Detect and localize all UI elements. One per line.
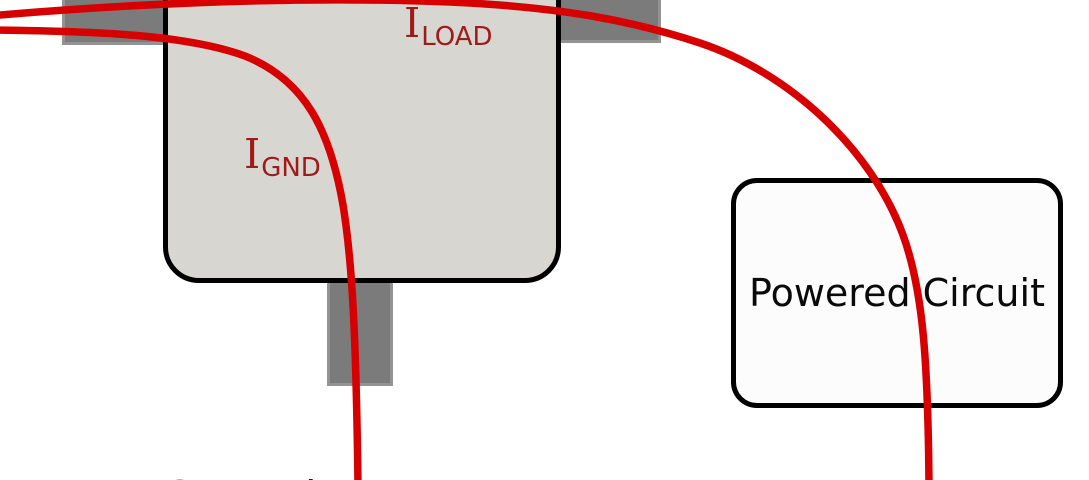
regulator-body: [163, 0, 561, 283]
iload-symbol: I: [404, 0, 421, 47]
ground-label: Ground: [162, 472, 317, 480]
ignd-symbol: I: [244, 130, 261, 178]
regulator-output-pin: [557, 0, 661, 43]
regulator-ground-pin: [327, 276, 393, 386]
regulator-input-pin: [62, 0, 166, 45]
powered-circuit-label: Powered Circuit: [749, 271, 1045, 315]
iload-subscript: LOAD: [421, 22, 493, 52]
ignd-subscript: GND: [261, 153, 321, 183]
ignd-label: I GND: [244, 130, 321, 182]
iload-label: I LOAD: [404, 0, 493, 51]
powered-circuit-box: Powered Circuit: [731, 178, 1063, 408]
